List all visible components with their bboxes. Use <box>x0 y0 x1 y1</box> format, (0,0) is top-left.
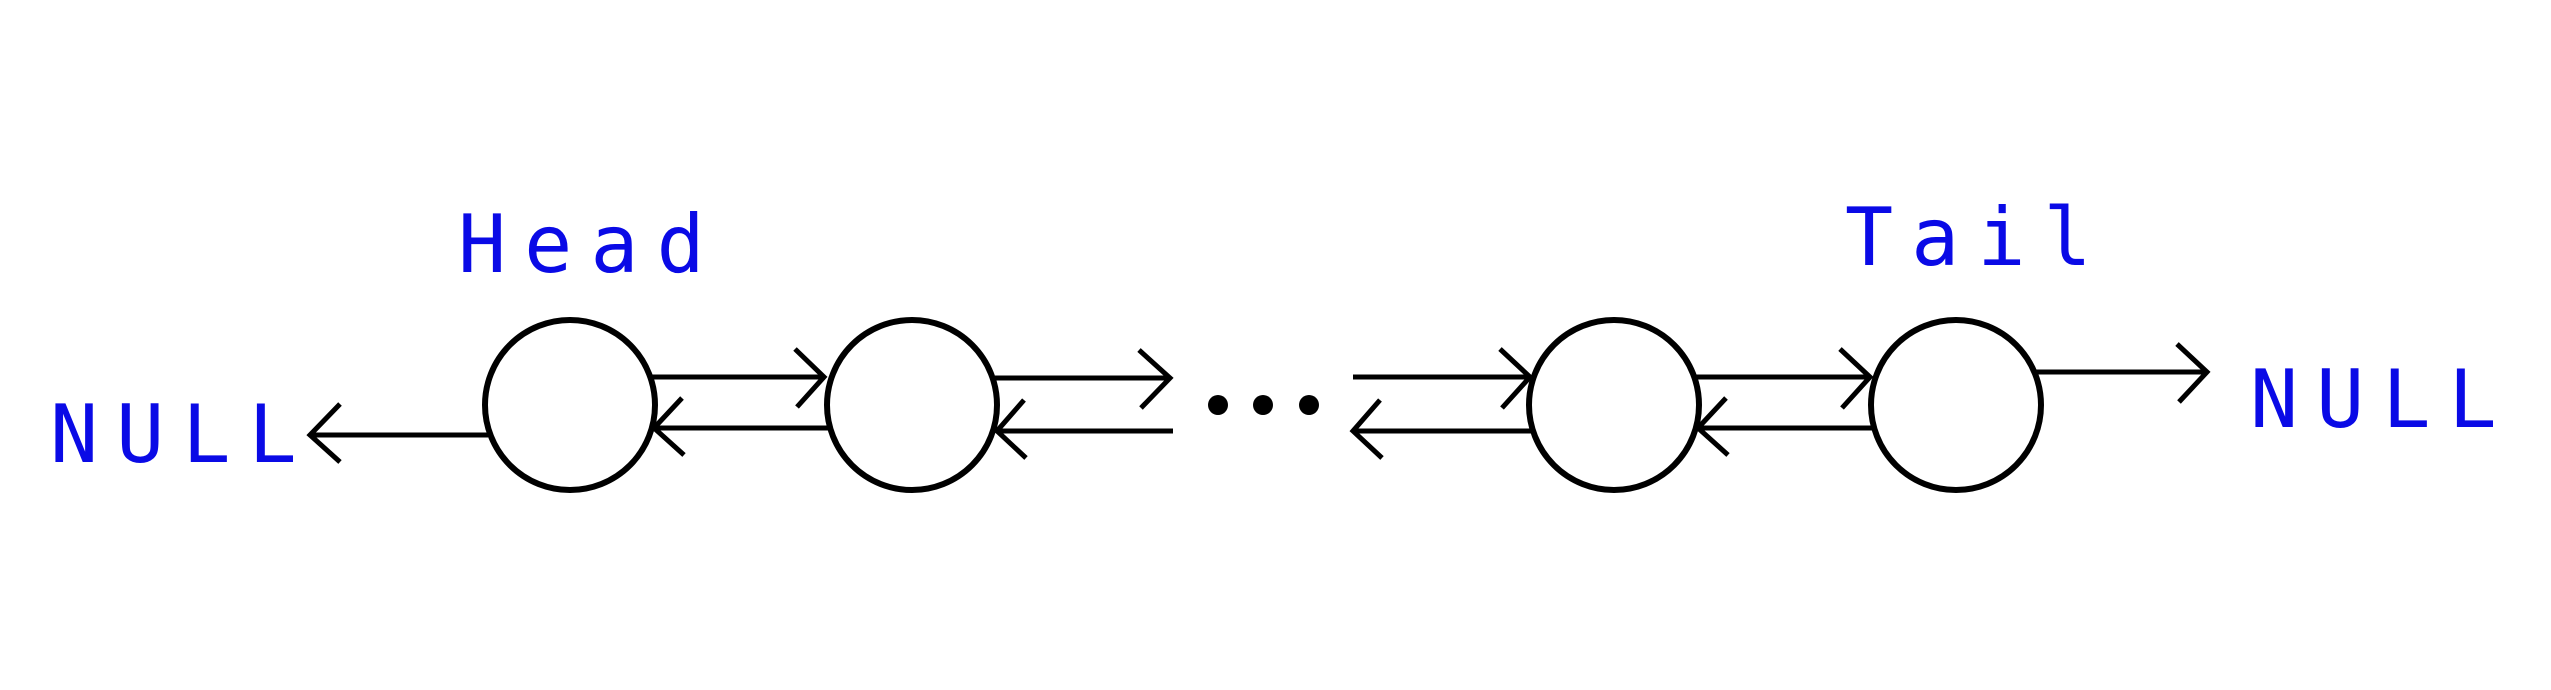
prev-pointer-3-more <box>1349 398 1531 460</box>
tail-label: Tail <box>1845 191 2110 284</box>
head-label: Head <box>458 198 723 291</box>
node-head <box>482 317 658 493</box>
next-pointer-to-null <box>2036 342 2211 404</box>
prev-pointer-to-null <box>306 402 488 464</box>
next-pointer-1-2 <box>652 347 828 409</box>
ellipsis-more-nodes <box>1208 395 1319 415</box>
node-3 <box>1526 317 1702 493</box>
null-right-label: NULL <box>2250 353 2515 446</box>
prev-pointer-more-2 <box>993 398 1173 460</box>
prev-pointer-2-1 <box>650 396 828 457</box>
node-tail <box>1868 317 2044 493</box>
null-left-label: NULL <box>50 388 315 481</box>
next-pointer-more-3 <box>1353 347 1534 410</box>
next-pointer-2-more <box>995 348 1174 410</box>
node-2 <box>824 317 1000 493</box>
next-pointer-3-4 <box>1696 347 1874 410</box>
